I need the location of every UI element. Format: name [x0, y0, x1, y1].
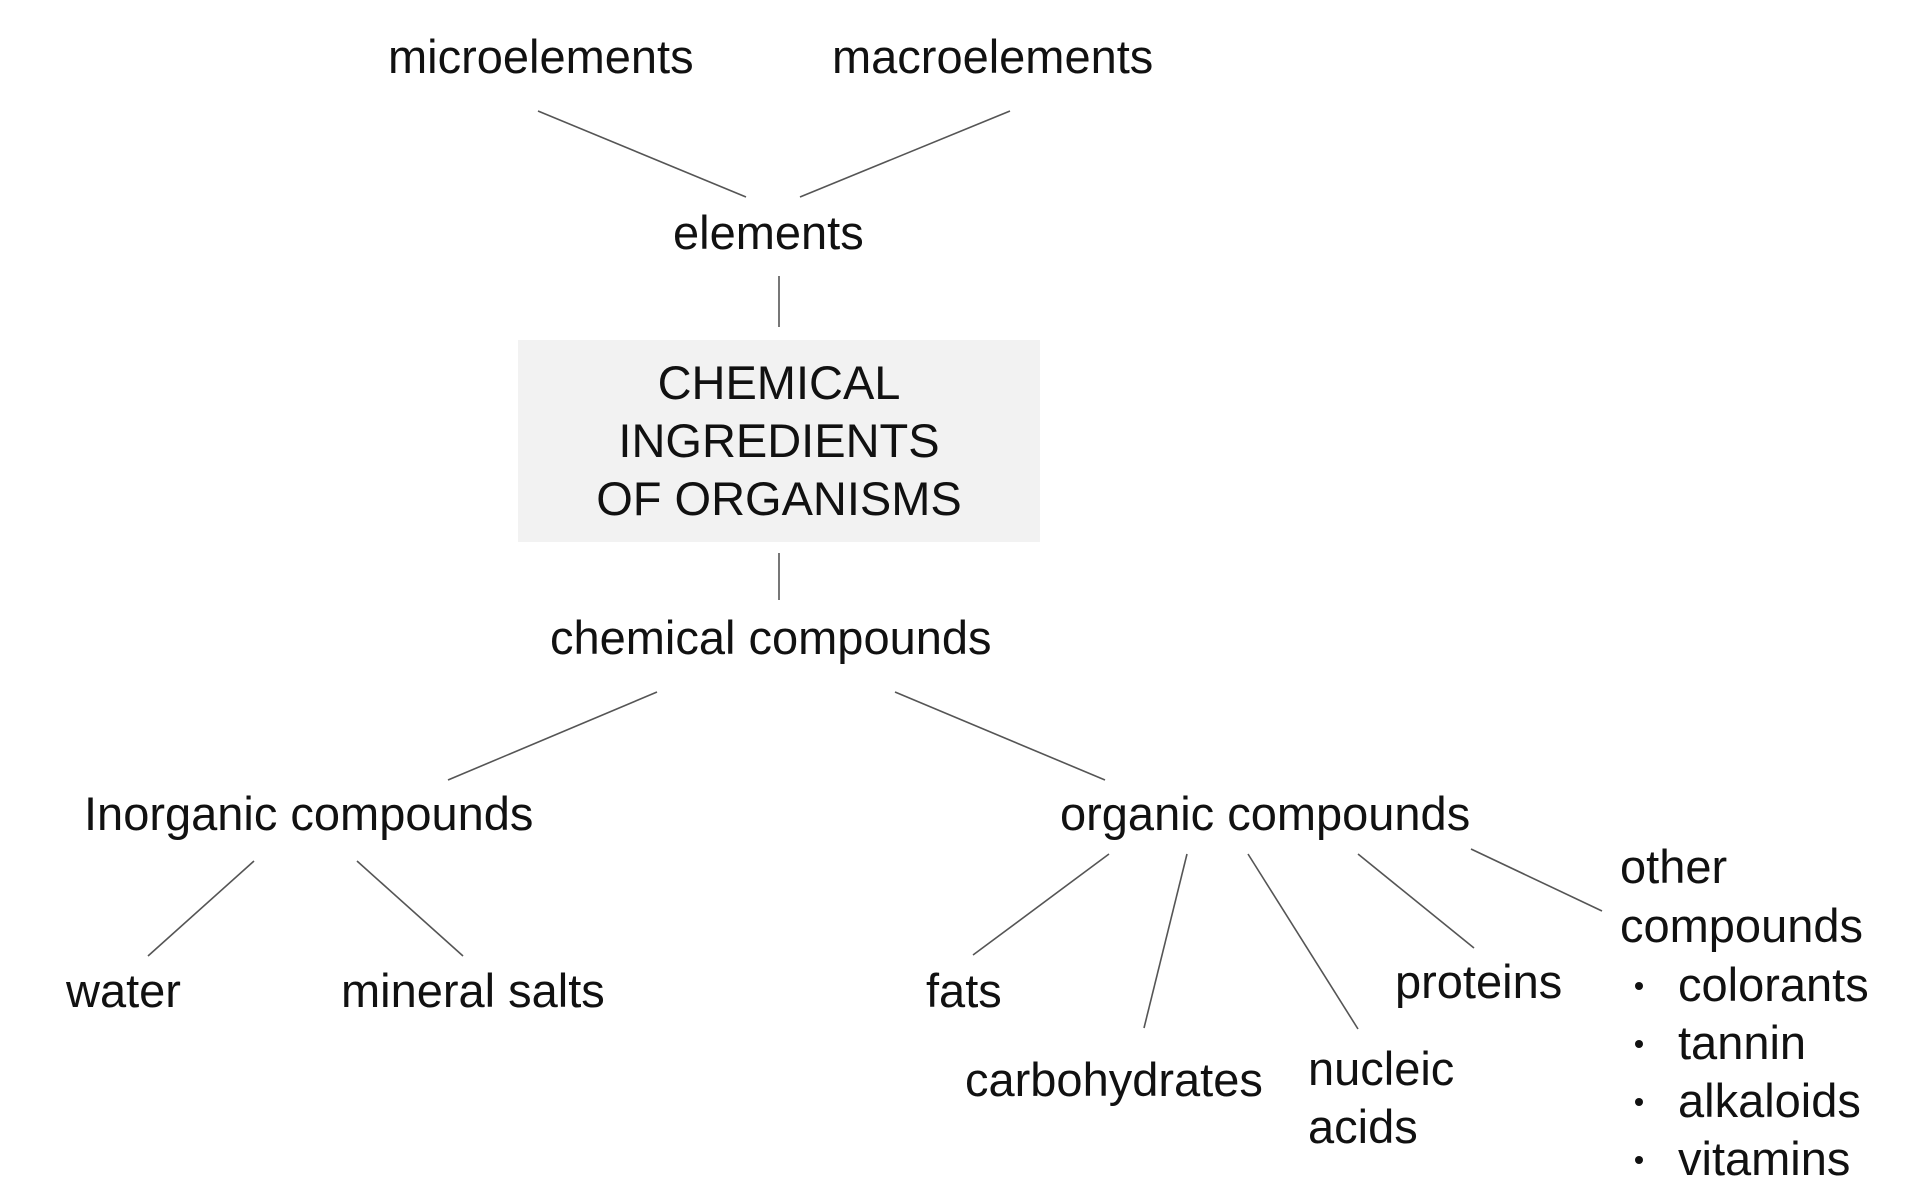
node-mineral-salts: mineral salts — [341, 964, 605, 1017]
list-item-label: tannin — [1678, 1016, 1807, 1069]
node-macroelements: macroelements — [832, 30, 1154, 83]
line-macroelements-elements — [799, 110, 1011, 198]
line-organic-carbohydrates — [1143, 853, 1188, 1029]
node-organic-compounds: organic compounds — [1060, 787, 1471, 840]
node-carbohydrates: carbohydrates — [965, 1053, 1263, 1106]
node-nucleic-acids-line-1: nucleic — [1308, 1042, 1455, 1095]
list-item-label: colorants — [1678, 958, 1869, 1011]
node-proteins: proteins — [1395, 955, 1563, 1008]
list-item-label: vitamins — [1678, 1132, 1851, 1185]
bullet-dot — [1635, 1156, 1643, 1164]
line-inorganic-mineral-salts — [356, 860, 464, 957]
node-chemical-compounds: chemical compounds — [550, 611, 992, 664]
list-item-alkaloids: alkaloids — [1618, 1072, 1869, 1130]
line-inorganic-water — [147, 860, 255, 957]
center-title-line-2: INGREDIENTS — [618, 414, 940, 467]
line-organic-proteins — [1357, 853, 1475, 949]
list-item-vitamins: vitamins — [1618, 1130, 1869, 1188]
line-microelements-elements — [537, 110, 747, 198]
node-nucleic-acids-line-2: acids — [1308, 1100, 1418, 1153]
line-organic-nucleic-acids — [1247, 853, 1359, 1030]
list-item-colorants: colorants — [1618, 956, 1869, 1014]
line-organic-fats — [972, 853, 1110, 956]
node-fats: fats — [926, 964, 1002, 1017]
line-compounds-inorganic — [447, 691, 658, 781]
list-item-label: alkaloids — [1678, 1074, 1861, 1127]
line-organic-other — [1470, 848, 1603, 912]
node-other-line-2: compounds — [1620, 899, 1863, 952]
other-compounds-list: colorants tannin alkaloids vitamins — [1618, 956, 1869, 1188]
node-elements: elements — [673, 206, 864, 259]
node-microelements: microelements — [388, 30, 694, 83]
list-item-tannin: tannin — [1618, 1014, 1869, 1072]
bullet-dot — [1635, 1040, 1643, 1048]
node-inorganic-compounds: Inorganic compounds — [84, 787, 534, 840]
center-box: CHEMICAL INGREDIENTS OF ORGANISMS — [518, 340, 1040, 542]
center-title-line-1: CHEMICAL — [657, 356, 901, 409]
bullet-dot — [1635, 982, 1643, 990]
center-title-line-3: OF ORGANISMS — [596, 472, 962, 525]
node-other-line-1: other — [1620, 840, 1728, 893]
node-water: water — [66, 964, 181, 1017]
bullet-dot — [1635, 1098, 1643, 1106]
line-compounds-organic — [894, 691, 1106, 781]
